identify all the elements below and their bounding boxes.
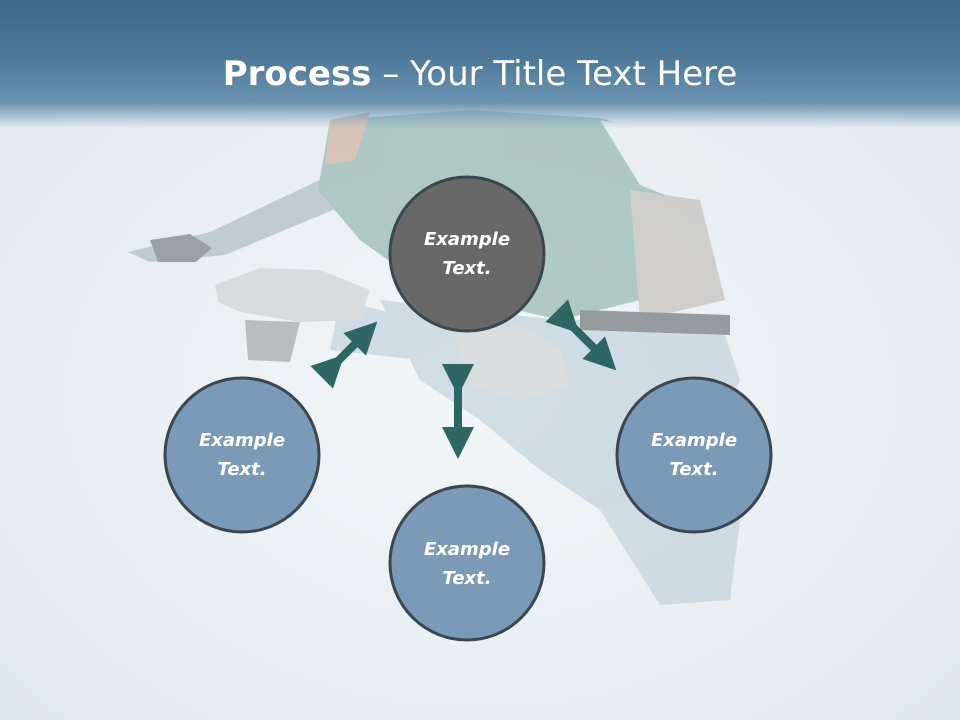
arrows (310, 299, 617, 459)
node-bottom-line1: Example (423, 539, 511, 560)
node-bottom-circle (388, 484, 546, 642)
node-center-circle (388, 175, 546, 333)
title-bold: Process (222, 54, 372, 94)
title-rest: – Your Title Text Here (371, 54, 738, 94)
slide-title: Process – Your Title Text Here (0, 52, 960, 96)
node-bottom-label: Example Text. (392, 535, 542, 593)
node-right-circle (615, 376, 773, 534)
node-left-circle (163, 376, 321, 534)
node-left-label: Example Text. (167, 426, 317, 484)
node-right-line2: Text. (669, 459, 719, 480)
node-left-line1: Example (198, 430, 286, 451)
arrow-center-right (545, 299, 617, 371)
node-left-line2: Text. (217, 459, 267, 480)
node-center-label: Example Text. (392, 225, 542, 283)
node-right-label: Example Text. (619, 426, 769, 484)
arrow-center-left (310, 321, 378, 389)
node-center-line1: Example (423, 229, 511, 250)
node-center-line2: Text. (442, 258, 492, 279)
title-bar (0, 0, 960, 128)
node-bottom-line2: Text. (442, 568, 492, 589)
node-right-line1: Example (650, 430, 738, 451)
